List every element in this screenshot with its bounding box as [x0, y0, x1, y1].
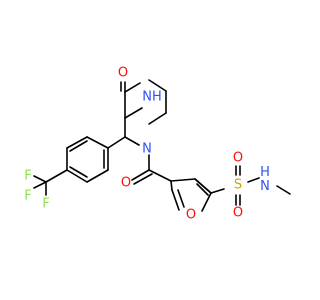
- bond: [86, 136, 109, 149]
- bond: [247, 177, 260, 183]
- bond: [66, 136, 88, 149]
- fluorine-label-2: F: [24, 189, 31, 204]
- bond: [194, 178, 212, 194]
- n-ring-label: N: [142, 142, 152, 157]
- bond: [201, 192, 212, 212]
- bond: [45, 169, 68, 183]
- bond: [33, 175, 47, 183]
- bond: [148, 112, 167, 125]
- bond: [148, 79, 167, 92]
- sulfonyl-oxygen-top-label: O: [233, 151, 243, 166]
- bond: [171, 189, 180, 211]
- bond: [69, 140, 88, 152]
- fluorine-label-1: F: [24, 169, 31, 184]
- bond: [276, 185, 291, 195]
- amide-oxygen-label: O: [121, 176, 131, 191]
- bond: [124, 107, 143, 119]
- bond: [131, 169, 150, 181]
- bond: [170, 178, 196, 182]
- nh-ring-label: NH: [142, 90, 162, 105]
- bond: [107, 136, 126, 149]
- bond: [86, 169, 109, 183]
- furan-oxygen-label: O: [186, 208, 196, 223]
- bond: [124, 136, 140, 146]
- fluorine-label-3: F: [42, 197, 49, 212]
- sulfonyl-oxygen-bottom-label: O: [233, 206, 243, 221]
- bond: [148, 169, 172, 182]
- bond: [124, 82, 141, 93]
- bond: [177, 189, 185, 208]
- ketone-oxygen-label: O: [118, 66, 128, 81]
- bond: [196, 183, 209, 196]
- sulfur-label: S: [234, 178, 242, 193]
- bond: [170, 180, 173, 191]
- bond: [69, 166, 88, 178]
- bond: [33, 181, 47, 189]
- bond: [133, 173, 153, 185]
- bond: [210, 188, 225, 194]
- bond: [66, 169, 88, 183]
